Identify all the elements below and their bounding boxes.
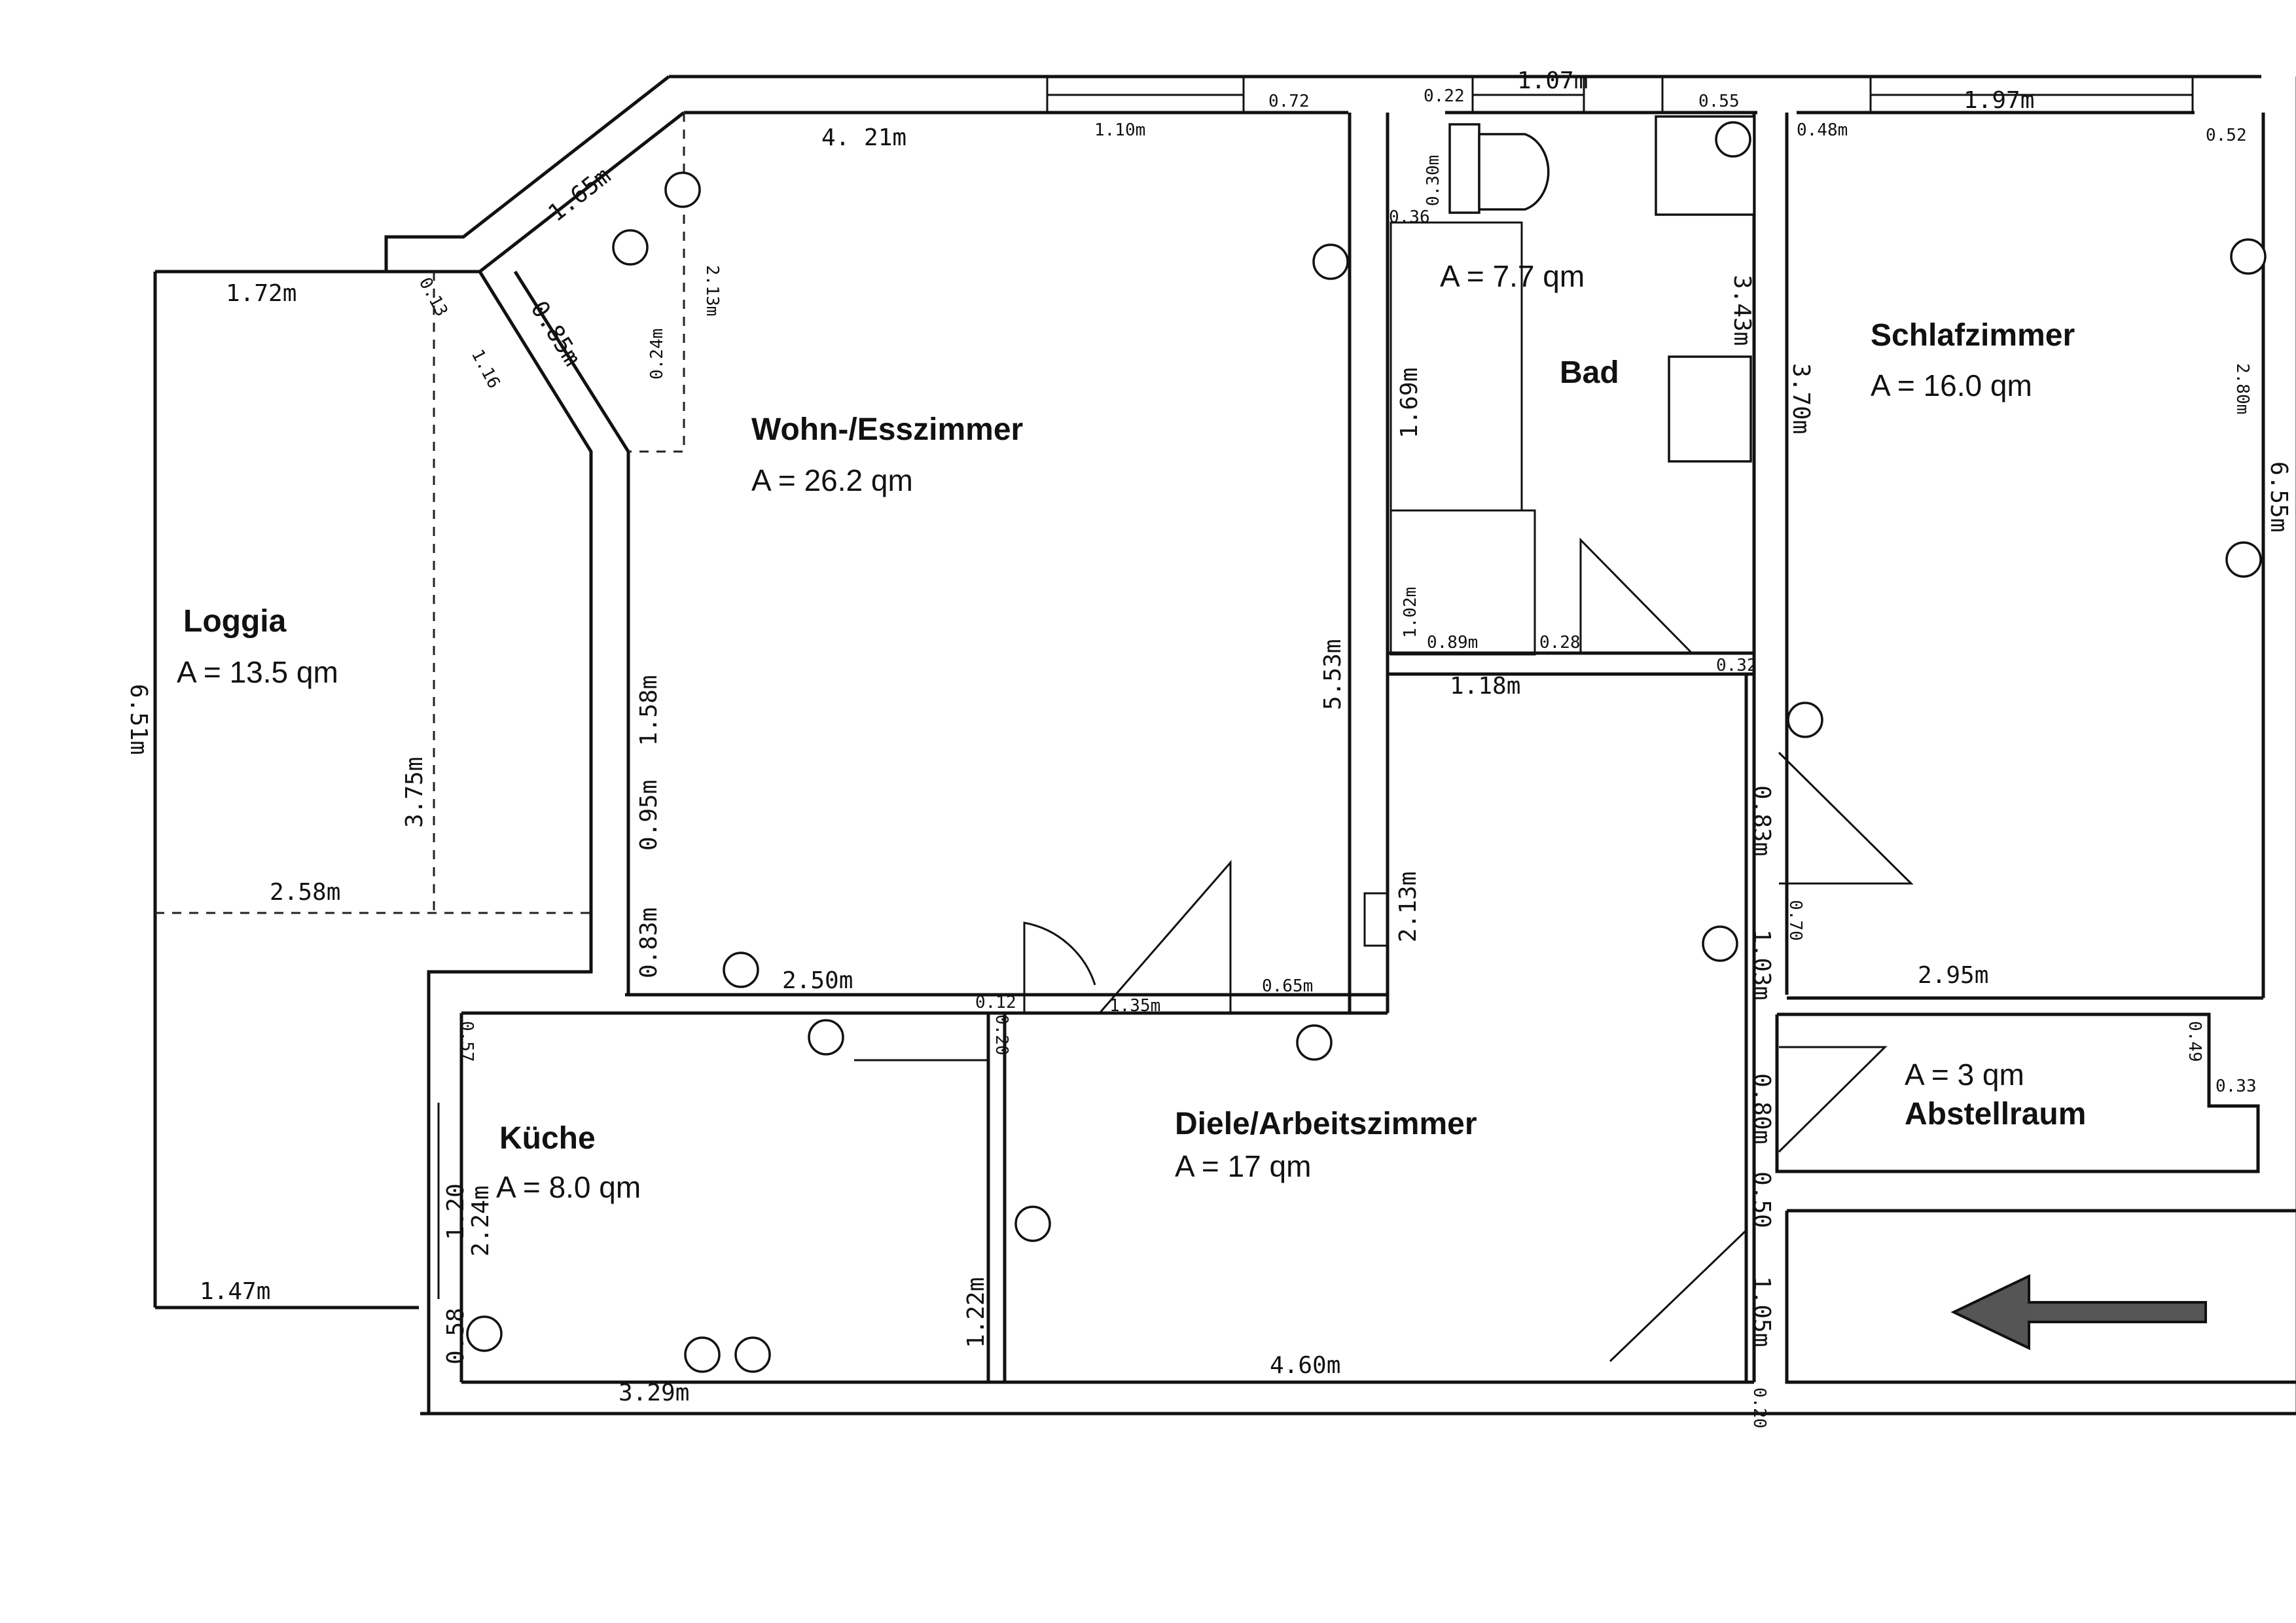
- dashed-lines: [155, 113, 685, 916]
- dim-label: 1.69m: [1396, 368, 1423, 438]
- dim-label: 0.12: [975, 993, 1016, 1012]
- dim-label: 4.60m: [1270, 1352, 1340, 1379]
- dim-label: 1.05m: [1748, 1276, 1775, 1347]
- dim-label: 0.30m: [1424, 155, 1443, 206]
- dim-label: 0.80m: [1748, 1073, 1775, 1144]
- dim-label: 3.43m: [1729, 275, 1755, 346]
- dim-label: 1.18m: [1450, 673, 1520, 700]
- dim-label: 1.22m: [963, 1277, 990, 1348]
- dim-label: 3.75m: [401, 757, 428, 828]
- dim-label: 6.51m: [125, 684, 152, 755]
- dim-label: 2.13m: [1395, 872, 1422, 942]
- dim-label: 5.53m: [1319, 639, 1346, 710]
- outlet-marks: [466, 121, 2267, 1373]
- room-name-abstell: Abstellraum: [1905, 1097, 2086, 1132]
- dim-label: 6.55m: [2265, 461, 2292, 532]
- room-name-schlaf: Schlafzimmer: [1871, 318, 2075, 353]
- dim-label: 1.16: [467, 346, 504, 391]
- dim-label: 0.83m: [636, 908, 662, 978]
- room-area-bad: A = 7.7 qm: [1440, 259, 1585, 293]
- dim-label: 2.24m: [467, 1186, 494, 1257]
- dim-label: 4. 21m: [821, 124, 906, 151]
- dim-label: 0.95m: [636, 780, 662, 851]
- room-area-diele: A = 17 qm: [1175, 1149, 1311, 1183]
- dim-label: 0.20: [1749, 1387, 1769, 1429]
- dim-label: 1.03m: [1748, 929, 1775, 1000]
- dim-label: 0.83m: [1748, 785, 1775, 856]
- dim-label: 3.70m: [1787, 363, 1814, 434]
- dim-label: 1.72m: [226, 280, 296, 307]
- dim-label: 0.49: [2185, 1021, 2204, 1062]
- dim-label: 0.65m: [1262, 976, 1313, 996]
- room-name-diele: Diele/Arbeitszimmer: [1175, 1107, 1477, 1141]
- dim-label: 0.20: [992, 1014, 1011, 1056]
- dim-label: 0.24m: [647, 329, 667, 380]
- entrance-arrow-icon: [1950, 1274, 2207, 1351]
- dim-label: 2.58m: [270, 879, 340, 906]
- dim-label: 2.80m: [2233, 363, 2252, 414]
- dim-label: 0.48m: [1797, 120, 1848, 140]
- dim-label: 2.13m: [702, 265, 722, 316]
- room-name-bad: Bad: [1560, 355, 1619, 390]
- dim-label: 0.89m: [1427, 633, 1478, 652]
- room-name-kueche: Küche: [499, 1121, 596, 1156]
- dim-label: 0.58: [442, 1308, 469, 1364]
- dim-label: 1.47m: [200, 1278, 270, 1305]
- window-marks: [437, 77, 2194, 1299]
- dim-label: 0.57: [457, 1021, 476, 1062]
- room-name-loggia: Loggia: [183, 604, 287, 639]
- room-labels: Wohn-/Esszimmer A = 26.2 qm A = 7.7 qm B…: [177, 259, 2086, 1204]
- dim-label: 3.29m: [619, 1380, 689, 1406]
- dim-label: 1.07m: [1517, 67, 1588, 94]
- dim-label: 0.28: [1539, 633, 1581, 652]
- doors: [854, 537, 1914, 1363]
- walls: [153, 75, 2296, 1416]
- room-area-kueche: A = 8.0 qm: [496, 1170, 641, 1204]
- dim-label: 2.50m: [782, 967, 853, 994]
- dim-label: 1.02m: [1401, 587, 1420, 638]
- dim-label: 1.58m: [636, 675, 662, 746]
- dim-label: 1.97m: [1964, 87, 2034, 114]
- dim-label: 0.70: [1785, 900, 1805, 941]
- dim-label: 1.20: [442, 1183, 469, 1240]
- room-name-wohn: Wohn-/Esszimmer: [751, 412, 1023, 447]
- dim-label: 0.72: [1268, 92, 1310, 111]
- dim-label: 0.50: [1748, 1171, 1775, 1228]
- dim-label: 0.36: [1389, 207, 1430, 227]
- dim-label: 0.13: [415, 274, 452, 319]
- room-area-wohn: A = 26.2 qm: [751, 463, 913, 497]
- room-area-loggia: A = 13.5 qm: [177, 655, 338, 689]
- dim-label: 1.65m: [543, 162, 616, 227]
- room-area-abstell: A = 3 qm: [1905, 1058, 2024, 1092]
- dim-label: 1.10m: [1094, 120, 1145, 140]
- dim-label: 0.52: [2206, 126, 2247, 145]
- dim-label: 1.35m: [1109, 996, 1160, 1016]
- dim-label: 2.95m: [1918, 962, 1988, 989]
- dim-label: 0.32: [1716, 656, 1757, 675]
- dim-label: 0.55: [1698, 92, 1740, 111]
- dim-label: 0.33: [2215, 1077, 2257, 1096]
- room-area-schlaf: A = 16.0 qm: [1871, 368, 2032, 402]
- dim-label: 0.22: [1424, 86, 1465, 106]
